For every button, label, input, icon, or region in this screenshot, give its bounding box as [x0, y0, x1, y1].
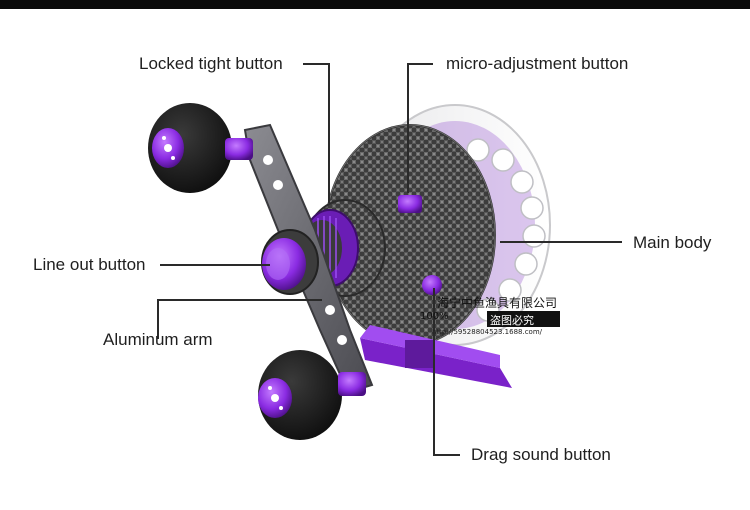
label-main-body: Main body	[633, 233, 712, 252]
lower-handle-knob	[258, 350, 366, 440]
callout-mainbody-h	[500, 241, 622, 243]
reel-foot	[360, 325, 512, 388]
callout-lineout-h	[160, 264, 270, 266]
callout-micro-h	[407, 63, 433, 65]
callout-drag-v	[433, 288, 435, 455]
label-drag-sound-button: Drag sound button	[471, 445, 611, 464]
label-micro-adjustment-button: micro-adjustment button	[446, 54, 629, 73]
line-out-knob	[261, 229, 319, 295]
label-aluminum-arm: Aluminum arm	[103, 330, 213, 349]
callout-arm-v	[157, 299, 159, 339]
watermark-badge-bg	[487, 311, 560, 327]
callout-micro-v	[407, 63, 409, 193]
watermark-url: http://59528804523.1688.com/	[432, 328, 543, 336]
upper-handle-knob	[148, 103, 253, 193]
callout-arm-h	[157, 299, 322, 301]
watermark-prefix: 100%	[420, 311, 449, 322]
top-border-bar	[0, 0, 750, 9]
callout-locked-v	[328, 63, 330, 203]
callout-drag-h	[433, 454, 460, 456]
drag-sound-knob	[422, 275, 442, 295]
micro-adjust-knob	[398, 195, 422, 213]
label-locked-tight-button: Locked tight button	[139, 54, 283, 73]
watermark-badge: 盗图必究	[490, 314, 534, 327]
label-line-out-button: Line out button	[33, 255, 146, 274]
callout-locked-h	[303, 63, 330, 65]
watermark-company: 海宁中鱼渔具有限公司	[437, 296, 558, 310]
